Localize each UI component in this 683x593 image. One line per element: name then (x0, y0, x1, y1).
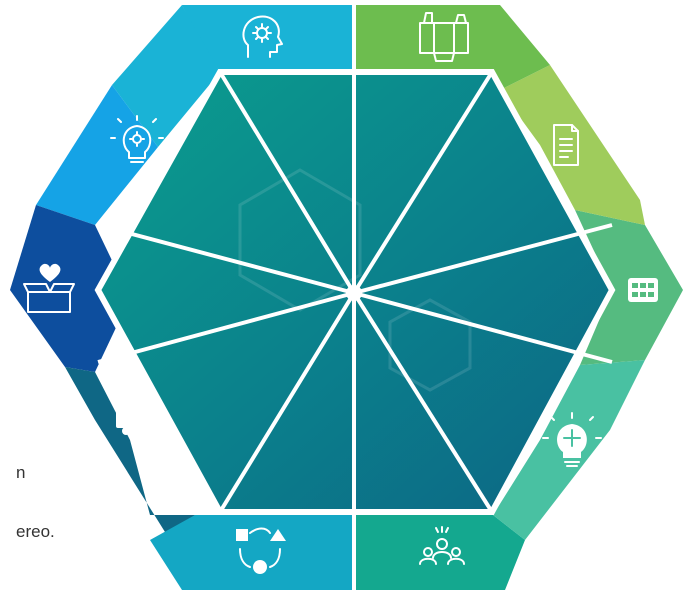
team-people-icon (419, 526, 465, 565)
head-gear-icon (242, 15, 283, 58)
box-heart-icon (23, 263, 75, 313)
document-icon (553, 124, 579, 166)
packaging-box-icon (419, 12, 469, 62)
segment-bottom-left[interactable] (150, 515, 352, 590)
segment-top-left-b (112, 5, 220, 147)
segment-lower-left[interactable] (65, 367, 195, 540)
side-text-line-2: ereo. (16, 522, 55, 541)
segment-upper-left[interactable] (36, 85, 158, 225)
spoke-lines (97, 70, 613, 593)
side-text-line-1: n (16, 463, 26, 482)
delivery-truck-icon (116, 410, 164, 435)
lightbulb-puzzle-icon (542, 412, 602, 467)
segment-left[interactable] (10, 205, 130, 372)
outer-ring (10, 5, 683, 590)
lightbulb-gear-icon (110, 115, 164, 163)
shapes-cycle-icon (236, 527, 286, 574)
center-point (346, 285, 362, 301)
table-grid-icon (628, 278, 658, 302)
